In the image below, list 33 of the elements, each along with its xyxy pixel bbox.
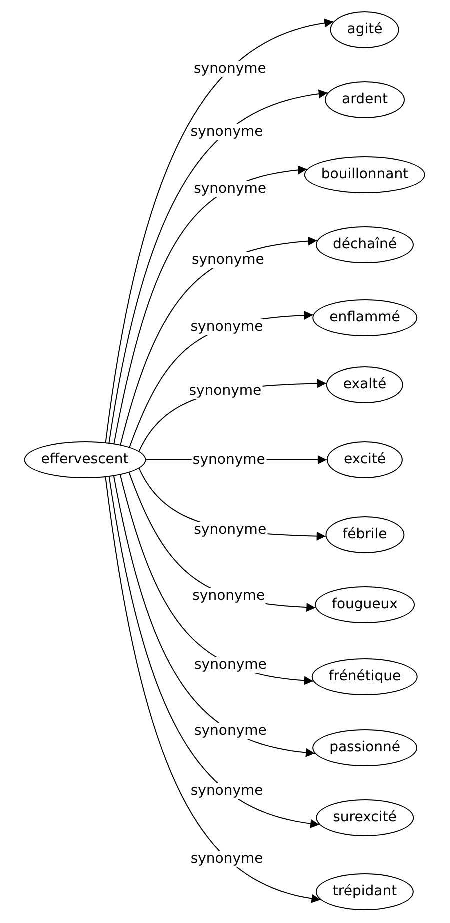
- edge-label: synonyme: [190, 850, 264, 867]
- word-ellipse: agité: [330, 12, 400, 48]
- edge-label: synonyme: [192, 588, 266, 604]
- word-ellipse: déchaîné: [316, 226, 414, 264]
- word-ellipse: passionné: [312, 730, 418, 766]
- word-ellipse: enflammé: [312, 300, 418, 336]
- edge-label: synonyme: [190, 319, 264, 336]
- word-ellipse: exalté: [326, 366, 404, 404]
- arrow: [114, 166, 308, 445]
- word-ellipse: surexcité: [316, 800, 414, 836]
- word-ellipse: bouillonnant: [304, 156, 426, 194]
- edge-label: synonyme: [193, 180, 268, 197]
- word-ellipse: fébrile: [326, 516, 404, 554]
- arrow: [120, 236, 318, 446]
- edge-label: synonyme: [190, 783, 264, 800]
- arrow: [113, 475, 316, 758]
- edge-label: synonyme: [193, 656, 268, 673]
- word-ellipse: fougueux: [315, 586, 415, 624]
- word-ellipse: trépidant: [316, 874, 414, 910]
- word-ellipse: excité: [326, 442, 404, 478]
- edge-label: synonyme: [190, 252, 266, 268]
- word-ellipse: frénétique: [312, 658, 418, 696]
- edge-label: synonyme: [193, 522, 268, 538]
- word-ellipse: effervescent: [24, 442, 146, 478]
- arrow: [105, 476, 322, 904]
- edge-label: synonyme: [190, 124, 264, 140]
- arrow: [105, 18, 334, 444]
- edge-label: synonyme: [192, 61, 268, 78]
- edge-label: synonyme: [188, 383, 263, 400]
- arrow: [108, 90, 328, 444]
- arrow: [108, 476, 320, 828]
- word-ellipse: ardent: [325, 82, 405, 118]
- edge-label: synonyme: [193, 722, 268, 739]
